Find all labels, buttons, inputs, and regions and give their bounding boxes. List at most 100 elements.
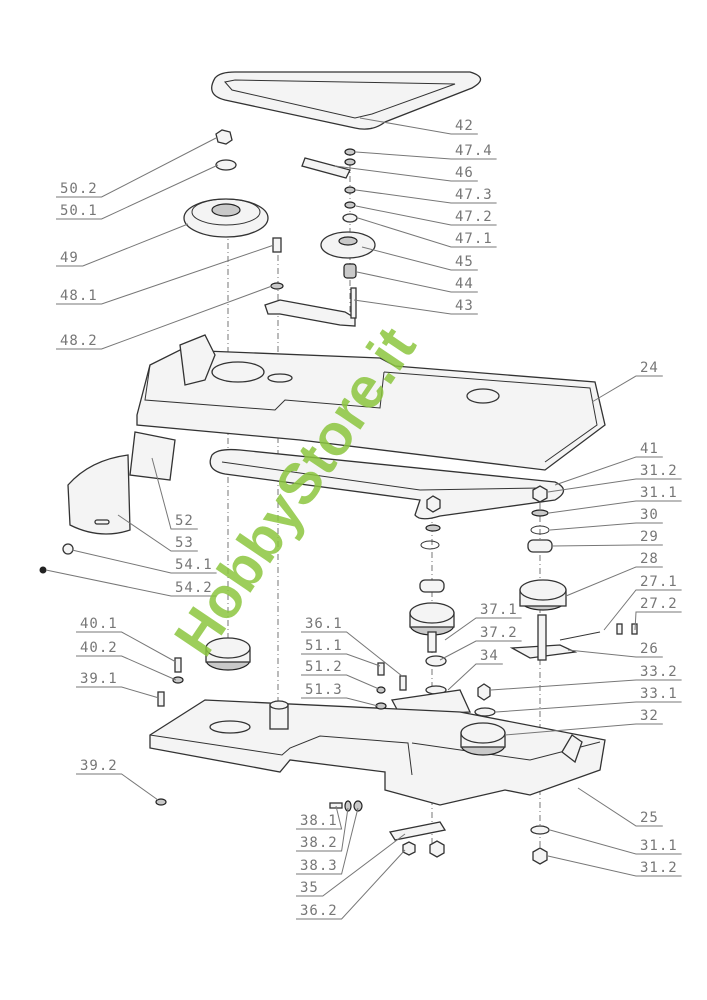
callout-leader-line (495, 701, 682, 713)
callout-leader-line (56, 137, 217, 198)
part-number-label: 39.2 (80, 758, 118, 774)
callout-leader-line (490, 679, 682, 691)
part-number-label: 37.2 (480, 625, 518, 641)
part-number-label: 38.3 (300, 858, 338, 874)
part-number-label: 47.2 (455, 209, 493, 225)
part-number-label: 25 (640, 810, 659, 826)
callout-leader-line (355, 205, 497, 226)
callout-leader-line (359, 117, 478, 135)
part-number-label: 31.1 (640, 485, 678, 501)
part-number-label: 39.1 (80, 671, 118, 687)
callout-leader-line (634, 611, 682, 631)
callout-leader-line (355, 189, 497, 204)
callout-leader-line (439, 640, 522, 661)
part-number-label: 35 (300, 880, 319, 896)
callout-leader-line (603, 589, 682, 631)
part-number-label: 40.1 (80, 616, 118, 632)
part-number-label: 47.1 (455, 231, 493, 247)
callout-leader-line (554, 456, 663, 486)
part-number-label: 51.2 (305, 659, 343, 675)
callout-leader-line (551, 544, 663, 547)
part-number-label: 50.2 (60, 181, 98, 197)
part-number-label: 45 (455, 254, 474, 270)
part-number-label: 31.2 (640, 860, 678, 876)
callout-leader-line (301, 653, 381, 667)
callout-leader-line (334, 165, 478, 182)
callout-leader-line (447, 663, 503, 691)
part-number-label: 38.2 (300, 835, 338, 851)
part-number-label: 33.2 (640, 664, 678, 680)
part-number-label: 36.2 (300, 903, 338, 919)
callout-leader-line (548, 500, 682, 514)
part-number-label: 31.2 (640, 463, 678, 479)
guard-53 (39, 431, 176, 574)
callout-leader-line (56, 164, 219, 220)
tensioner-assembly (264, 148, 376, 327)
callout-leader-line (549, 829, 682, 855)
part-number-label: 41 (640, 441, 659, 457)
callout-leader-line (353, 299, 478, 315)
callout-leader-line (76, 686, 160, 699)
belt-42 (211, 71, 482, 130)
part-number-label: 30 (640, 507, 659, 523)
pulley-middle-assembly (390, 495, 471, 716)
part-number-label: 27.1 (640, 574, 678, 590)
part-number-label: 51.1 (305, 638, 343, 654)
part-number-label: 43 (455, 298, 474, 314)
part-number-label: 34 (480, 648, 499, 664)
part-number-label: 53 (175, 535, 194, 551)
callout-leader-line (549, 522, 663, 531)
part-number-label: 51.3 (305, 682, 343, 698)
callout-leader-line (296, 807, 349, 852)
belt-41 (209, 448, 565, 520)
callout-leader-line (357, 217, 497, 248)
callout-leader-line (565, 566, 663, 597)
part-number-label: 31.1 (640, 838, 678, 854)
callout-leader-line (361, 246, 478, 271)
part-number-label: 27.2 (640, 596, 678, 612)
part-number-label: 33.1 (640, 686, 678, 702)
callout-leader-line (577, 787, 663, 827)
part-number-label: 24 (640, 360, 659, 376)
pulley-49 (183, 129, 269, 238)
callout-leader-line (504, 723, 663, 736)
part-number-label: 50.1 (60, 203, 98, 219)
part-number-label: 36.1 (305, 616, 343, 632)
part-number-label: 47.3 (455, 187, 493, 203)
part-number-label: 42 (455, 118, 474, 134)
callout-leader-line (591, 375, 663, 403)
pulley-28-assembly (509, 485, 638, 661)
part-number-label: 54.2 (175, 580, 213, 596)
callout-leader-line (301, 697, 379, 707)
part-number-label: 52 (175, 513, 194, 529)
callout-leader-line (71, 549, 217, 574)
part-number-label: 48.2 (60, 333, 98, 349)
part-number-label: 44 (455, 276, 474, 292)
callout-leader-line (355, 151, 497, 160)
callout-leader-line (547, 478, 682, 493)
base-plate-25 (149, 637, 606, 806)
part-number-label: 46 (455, 165, 474, 181)
part-number-label: 32 (640, 708, 659, 724)
callout-leader-line (56, 223, 189, 267)
callout-leader-line (56, 244, 275, 305)
callout-leader-line (296, 833, 406, 897)
callout-leader-line (444, 617, 522, 641)
part-number-label: 38.1 (300, 813, 338, 829)
part-number-label: 48.1 (60, 288, 98, 304)
part-number-label: 54.1 (175, 557, 213, 573)
callout-leader-line (56, 285, 273, 350)
part-number-label: 37.1 (480, 602, 518, 618)
part-number-label: 28 (640, 551, 659, 567)
callout-leader-line (76, 655, 177, 681)
callout-leader-line (296, 849, 406, 920)
callout-leader-line (76, 773, 159, 801)
callout-leader-line (356, 271, 478, 293)
callout-leader-line (296, 807, 359, 875)
callout-leader-line (151, 457, 198, 530)
callout-leader-line (547, 855, 682, 877)
callout-leader-line (301, 674, 380, 690)
callout-leader-line (45, 569, 217, 597)
